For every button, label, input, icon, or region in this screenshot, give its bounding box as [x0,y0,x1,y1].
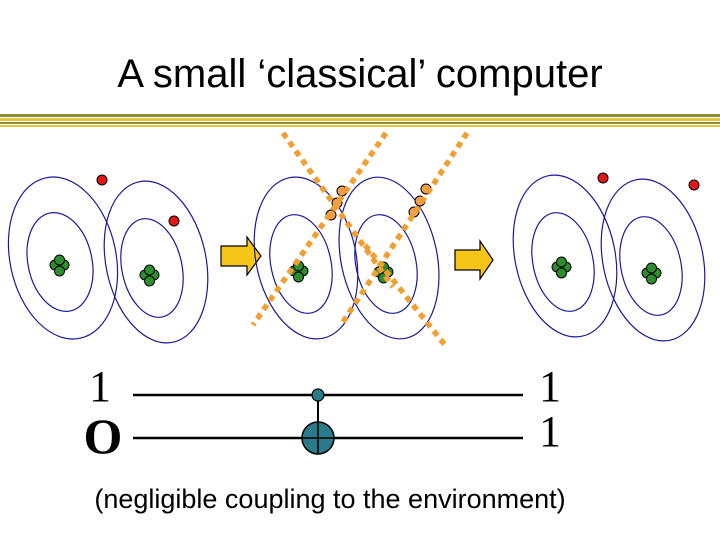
atom-right-2 [600,178,706,342]
cross-out-mark [250,131,470,347]
title-rule [0,114,720,127]
atom-left-2 [103,180,209,344]
electron-dot [597,172,609,184]
electron-dot [96,174,108,186]
output-bit-bottom: 1 [539,407,561,456]
electron-dot [168,215,180,227]
cnot-circuit: 1 O 1 1 [84,362,561,464]
arrow-right-icon [454,239,494,281]
input-bit-bottom: O [84,408,123,464]
control-dot [311,388,325,402]
atom-left-1 [7,174,119,340]
nucleus-icon [49,254,70,277]
nucleus-icon [641,262,662,285]
input-bit-top: 1 [89,362,111,411]
nucleus-icon [139,264,160,287]
target-xor-icon [301,421,335,455]
nucleus-icon [551,256,572,279]
caption: (negligible coupling to the environment) [94,484,566,514]
electron-dot [688,179,700,191]
slide-title: A small ‘classical’ computer [117,52,603,96]
arrow-right-icon [220,235,262,277]
output-bit-top: 1 [539,362,561,411]
atom-right-1 [512,172,618,338]
